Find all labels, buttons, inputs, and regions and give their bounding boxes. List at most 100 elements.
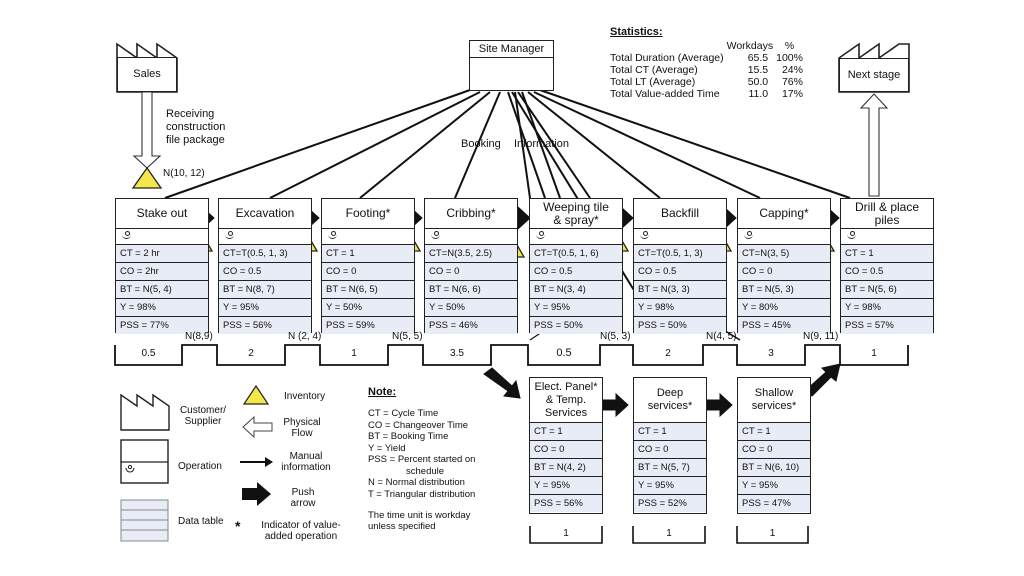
legend-factory-icon: [120, 393, 170, 431]
information-label: Information: [514, 138, 570, 150]
process-title: Drill & place piles: [841, 199, 933, 229]
data-row: PSS = 46%: [425, 317, 517, 334]
process-title: Backfill: [634, 199, 726, 229]
timeline-value: 3.5: [450, 348, 464, 359]
data-row: CO = 0.5: [530, 263, 622, 281]
data-row: PSS = 45%: [738, 317, 830, 334]
data-row: BT = N(3, 3): [634, 281, 726, 299]
process-title: Cribbing*: [425, 199, 517, 229]
data-row: CO = 2hr: [116, 263, 208, 281]
legend-inventory-label: Inventory: [284, 391, 326, 402]
operator-icon: [841, 229, 933, 245]
data-row: CT = 1: [634, 423, 706, 441]
stat-label: Total Duration (Average): [610, 52, 724, 64]
stat-workdays: 11.0: [748, 88, 769, 100]
data-row: Y = 95%: [530, 477, 602, 495]
note-line: schedule: [406, 465, 445, 477]
data-row: Y = 95%: [738, 477, 810, 495]
timeline-value: 0.5: [141, 348, 156, 359]
note-line: BT = Booking Time: [368, 431, 449, 442]
timeline-value: 0.5: [556, 347, 572, 359]
process-backfill: Backfill CT=T(0.5, 1, 3) CO = 0.5 BT = N…: [633, 198, 727, 334]
process-excavation: Excavation CT=T(0.5, 1, 3) CO = 0.5 BT =…: [218, 198, 312, 334]
data-row: CO = 0: [322, 263, 414, 281]
data-row: CT=T(0.5, 1, 3): [634, 245, 726, 263]
legend-push-label: Push arrow: [290, 487, 316, 509]
note-footer: The time unit is workday unless specifie…: [368, 510, 471, 532]
stat-label: Total LT (Average): [610, 76, 696, 88]
sub-timeline-value: 1: [666, 528, 672, 539]
note-line: Y = Yield: [368, 442, 406, 454]
data-row: BT = N(4, 2): [530, 459, 602, 477]
data-row: CO = 0: [634, 441, 706, 459]
timeline-value: 2: [248, 348, 254, 359]
data-row: BT = N(5, 6): [841, 281, 933, 299]
process-cribbing: Cribbing* CT=N(3.5, 2.5) CO = 0 BT = N(6…: [424, 198, 518, 334]
data-row: PSS = 47%: [738, 495, 810, 512]
stat-label: Total Value-added Time: [610, 88, 720, 100]
process-title: Weeping tile & spray*: [530, 199, 622, 229]
legend-inventory-icon: [242, 384, 270, 405]
process-title: Footing*: [322, 199, 414, 229]
stat-pct: 24%: [781, 64, 803, 76]
stat-pct: 17%: [781, 88, 803, 100]
legend-customer-label: Customer/ Supplier: [179, 405, 227, 427]
stat-pct: 100%: [776, 52, 803, 64]
stat-workdays: 50.0: [747, 76, 769, 88]
wait-label: N(4, 5): [706, 331, 737, 342]
stat-col-pct: %: [784, 40, 795, 52]
legend-value-added-label: Indicator of value- added operation: [261, 520, 341, 542]
note-lines: CT = Cycle Time CO = Changeover Time BT …: [368, 408, 475, 500]
legend-data-table-icon: [120, 499, 169, 542]
statistics-title: Statistics:: [610, 26, 663, 38]
data-row: Y = 98%: [634, 299, 726, 317]
operator-icon: [530, 229, 622, 245]
data-row: CO = 0.5: [634, 263, 726, 281]
sub-timeline-value: 1: [563, 528, 569, 539]
data-row: Y = 50%: [322, 299, 414, 317]
data-row: CT=N(3, 5): [738, 245, 830, 263]
data-row: CO = 0.5: [841, 263, 933, 281]
data-row: PSS = 57%: [841, 317, 933, 334]
data-row: PSS = 50%: [634, 317, 726, 334]
data-row: CO = 0: [530, 441, 602, 459]
process-weeping-tile: Weeping tile & spray* CT=T(0.5, 1, 6) CO…: [529, 198, 623, 334]
note-panel: Note: CT = Cycle Time CO = Changeover Ti…: [368, 386, 475, 532]
data-row: BT = N(5, 4): [116, 281, 208, 299]
data-row: Y = 95%: [634, 477, 706, 495]
note-line: T = Triangular distribution: [368, 488, 476, 500]
data-row: CT = 1: [322, 245, 414, 263]
sales-flow-arrow: [132, 91, 162, 169]
wait-label: N(5, 3): [600, 331, 631, 342]
legend-manual-label: Manual information: [281, 451, 331, 473]
legend-push-arrow-icon: [242, 482, 271, 506]
data-row: Y = 50%: [425, 299, 517, 317]
data-row: CT = 2 hr: [116, 245, 208, 263]
note-line: CO = Changeover Time: [368, 419, 469, 431]
sub-timeline-value: 1: [769, 528, 776, 539]
stat-workdays: 15.5: [747, 64, 769, 76]
data-row: CO = 0: [738, 441, 810, 459]
process-title: Excavation: [219, 199, 311, 229]
data-row: BT = N(6, 6): [425, 281, 517, 299]
data-row: CT=N(3.5, 2.5): [425, 245, 517, 263]
timeline-value: 2: [665, 348, 671, 359]
stat-pct: 76%: [781, 76, 803, 88]
sales-box: [117, 57, 177, 92]
sub-timeline: [529, 526, 809, 544]
wait-label: N(5, 5): [392, 331, 423, 342]
data-row: BT = N(6, 5): [322, 281, 414, 299]
process-title: Deep services*: [634, 378, 706, 423]
operator-icon: [322, 229, 414, 245]
process-deep-services: Deep services* CT = 1 CO = 0 BT = N(5, 7…: [633, 377, 707, 514]
stat-label: Total CT (Average): [610, 64, 698, 76]
wait-label: N(9, 11): [803, 331, 839, 342]
process-footing: Footing* CT = 1 CO = 0 BT = N(6, 5) Y = …: [321, 198, 415, 334]
data-row: CT = 1: [841, 245, 933, 263]
legend-data-table-label: Data table: [178, 516, 224, 527]
next-stage-box: [839, 58, 909, 92]
process-capping: Capping* CT=N(3, 5) CO = 0 BT = N(5, 3) …: [737, 198, 831, 334]
operator-icon: [116, 229, 208, 245]
